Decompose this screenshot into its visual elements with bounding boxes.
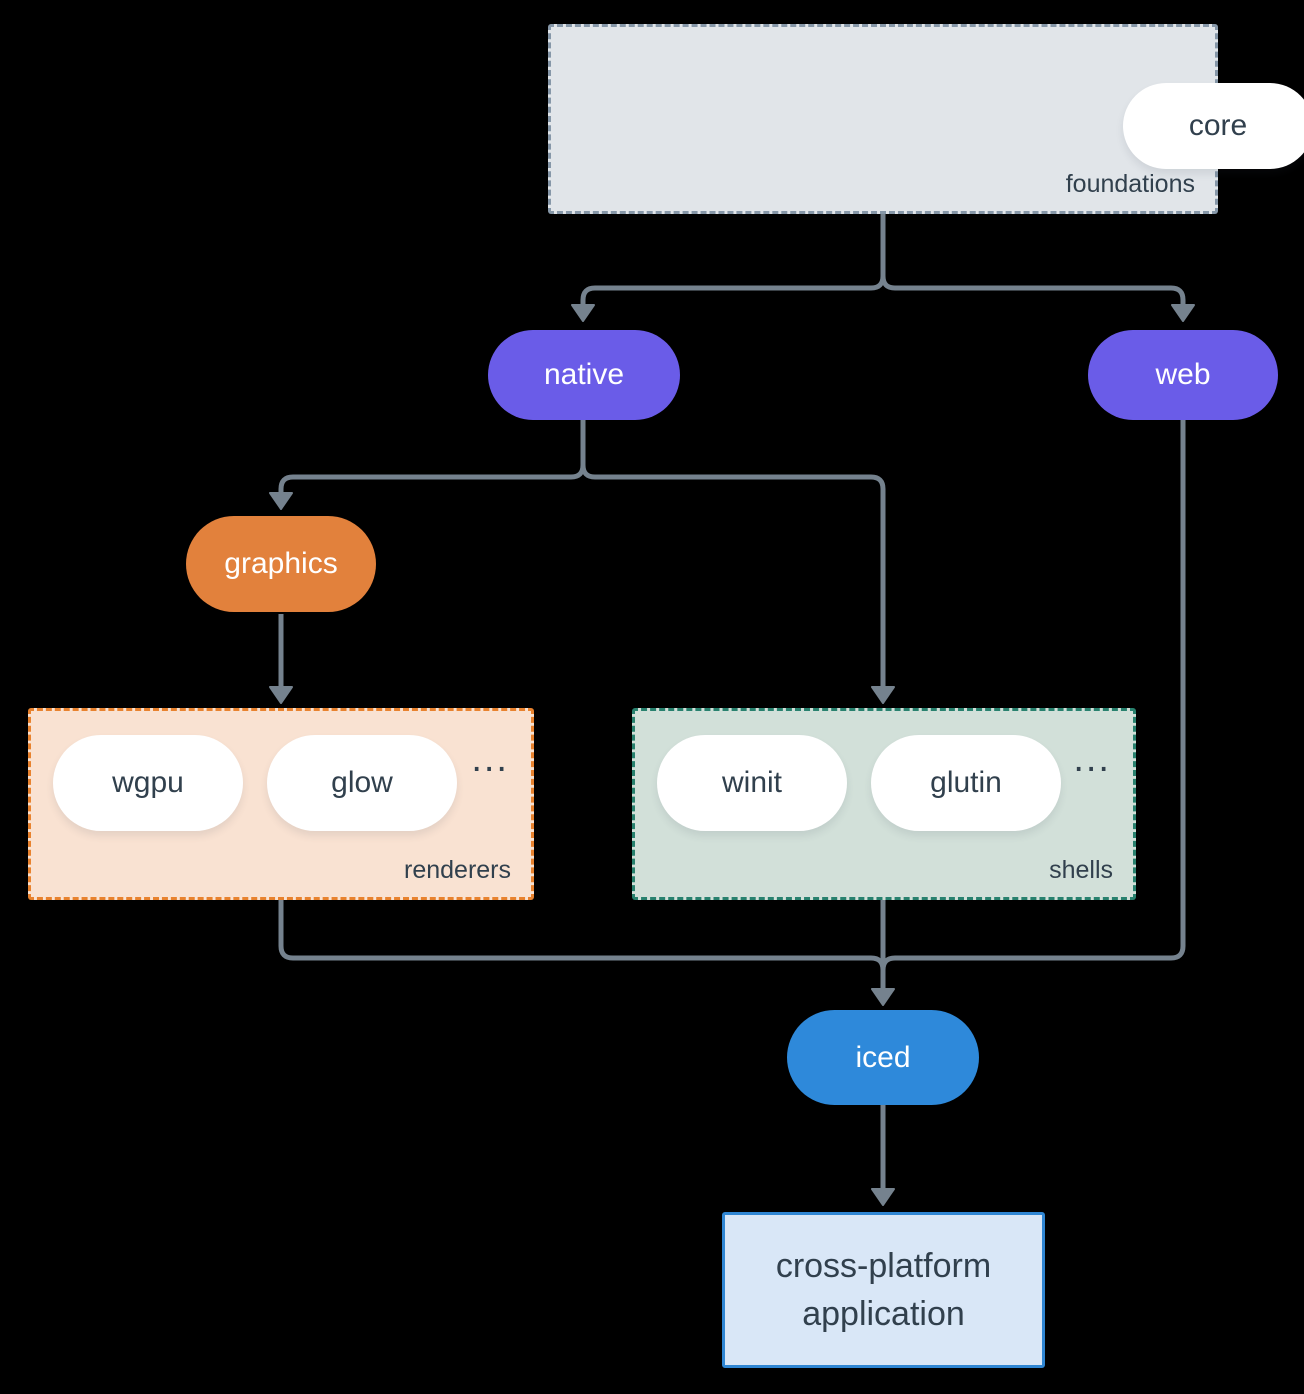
foundations-group-label: foundations	[1065, 170, 1195, 198]
edge-renderers-iced	[278, 900, 886, 971]
arrowhead-graphics	[269, 492, 293, 510]
node-glow-label: glow	[331, 766, 393, 799]
foundations-group: core futures style foundations	[548, 24, 1304, 214]
node-glow: glow	[267, 735, 457, 831]
edge-foundations-native	[580, 275, 886, 305]
node-glutin-label: glutin	[930, 766, 1002, 799]
edge-native-graphics	[278, 464, 586, 493]
shells-group-label: shells	[1049, 856, 1113, 884]
renderers-group-label: renderers	[404, 856, 511, 884]
node-application: cross-platform application	[722, 1212, 1045, 1368]
arrowhead-application	[871, 1188, 895, 1206]
renderers-group: wgpu glow ... renderers	[28, 708, 534, 900]
node-application-label: cross-platform application	[775, 1246, 992, 1333]
node-graphics: graphics	[186, 516, 376, 612]
node-iced-label: iced	[855, 1040, 911, 1074]
arrowhead-web	[1171, 304, 1195, 322]
edge-native-shells	[580, 464, 886, 687]
arrowhead-shells	[871, 686, 895, 704]
node-graphics-label: graphics	[224, 547, 338, 580]
arrowhead-native	[571, 304, 595, 322]
node-core-label: core	[1188, 109, 1248, 142]
node-wgpu: wgpu	[53, 735, 243, 831]
node-glutin: glutin	[871, 735, 1061, 831]
node-wgpu-label: wgpu	[112, 766, 184, 799]
shells-ellipsis: ...	[1073, 737, 1111, 780]
node-winit-label: winit	[721, 766, 782, 799]
renderers-ellipsis: ...	[471, 737, 509, 780]
node-winit: winit	[657, 735, 847, 831]
edge-foundations-web	[880, 275, 1186, 305]
arrowhead-iced	[871, 988, 895, 1006]
shells-group: winit glutin ... shells	[632, 708, 1136, 900]
node-native: native	[488, 330, 680, 420]
node-core: core	[1123, 83, 1304, 169]
arrowhead-renderers	[269, 686, 293, 704]
node-web-label: web	[1155, 358, 1211, 391]
node-native-label: native	[543, 358, 625, 391]
node-web: web	[1088, 330, 1278, 420]
node-iced: iced	[787, 1010, 979, 1105]
